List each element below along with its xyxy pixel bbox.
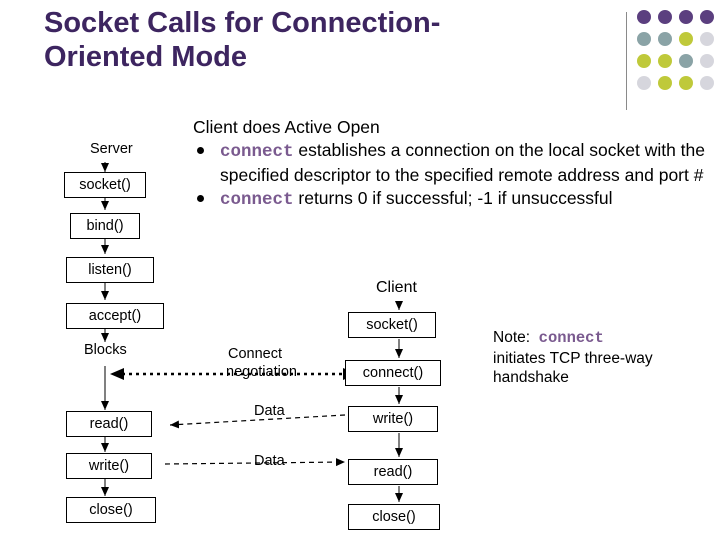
- note-text: Note: connect initiates TCP three-way ha…: [493, 328, 708, 388]
- client-socket-box: socket(): [348, 312, 436, 338]
- decorative-dot-icon: [658, 76, 672, 90]
- decorative-dot-grid: [637, 10, 720, 100]
- decorative-dot-icon: [637, 10, 651, 24]
- server-write-box: write(): [66, 453, 152, 479]
- decorative-dot-icon: [658, 10, 672, 24]
- decorative-dot-icon: [679, 10, 693, 24]
- note-line-1: Note: connect: [493, 328, 708, 349]
- server-accept-box: accept(): [66, 303, 164, 329]
- decorative-dot-icon: [679, 76, 693, 90]
- bullet-code: connect: [220, 142, 294, 163]
- connect-label-line-1: Connect: [228, 346, 283, 362]
- connect-label-line-2: negotiation: [226, 364, 297, 381]
- slide-title: Socket Calls for Connection- Oriented Mo…: [44, 6, 604, 74]
- note-code: connect: [538, 329, 604, 347]
- client-connect-box: connect(): [345, 360, 441, 386]
- decorative-dot-icon: [679, 54, 693, 68]
- bullet-code: connect: [220, 190, 294, 211]
- bullet-list: Client does Active Open connect establis…: [193, 116, 713, 212]
- decorative-dot-icon: [700, 54, 714, 68]
- decorative-dot-icon: [637, 54, 651, 68]
- bullet-text: establishes a connection on the local so…: [220, 140, 706, 186]
- server-listen-box: listen(): [66, 257, 154, 283]
- client-read-box: read(): [348, 459, 438, 485]
- note-line-3: handshake: [493, 369, 569, 387]
- decorative-dot-icon: [637, 76, 651, 90]
- server-close-box: close(): [66, 497, 156, 523]
- decorative-dot-icon: [700, 76, 714, 90]
- title-line-1: Socket Calls for Connection-: [44, 7, 441, 39]
- server-bind-box: bind(): [70, 213, 140, 239]
- decorative-dot-icon: [658, 32, 672, 46]
- note-prefix: Note:: [493, 329, 539, 346]
- decorative-dot-icon: [679, 32, 693, 46]
- bullet-dot-icon: [197, 147, 204, 155]
- data-label-2: Data: [254, 453, 285, 469]
- title-divider: [626, 12, 627, 110]
- data-label-1: Data: [254, 403, 285, 419]
- decorative-dot-icon: [637, 32, 651, 46]
- server-label: Server: [90, 141, 133, 157]
- bullet-dot-icon: [197, 195, 204, 203]
- title-line-2: Oriented Mode: [44, 41, 248, 74]
- note-line-2: initiates TCP three-way: [493, 349, 653, 367]
- bullet-heading: Client does Active Open: [193, 117, 380, 137]
- connect-negotiation-label: Connect negotiation: [226, 345, 297, 381]
- server-read-box: read(): [66, 411, 152, 437]
- decorative-dot-icon: [658, 54, 672, 68]
- server-socket-box: socket(): [64, 172, 146, 198]
- decorative-dot-icon: [700, 10, 714, 24]
- decorative-dot-icon: [700, 32, 714, 46]
- bullet-item: connect establishes a connection on the …: [193, 139, 713, 187]
- arrowhead-left-icon: [110, 368, 124, 380]
- server-blocks-label: Blocks: [84, 342, 127, 358]
- client-close-box: close(): [348, 504, 440, 530]
- data-arrow-client-to-server: [169, 414, 346, 429]
- bullet-text: returns 0 if successful; -1 if unsuccess…: [293, 188, 613, 209]
- bullet-item: connect returns 0 if successful; -1 if u…: [193, 187, 713, 212]
- client-write-box: write(): [348, 406, 438, 432]
- data-arrow-server-to-client: [164, 458, 346, 467]
- client-label: Client: [376, 279, 417, 296]
